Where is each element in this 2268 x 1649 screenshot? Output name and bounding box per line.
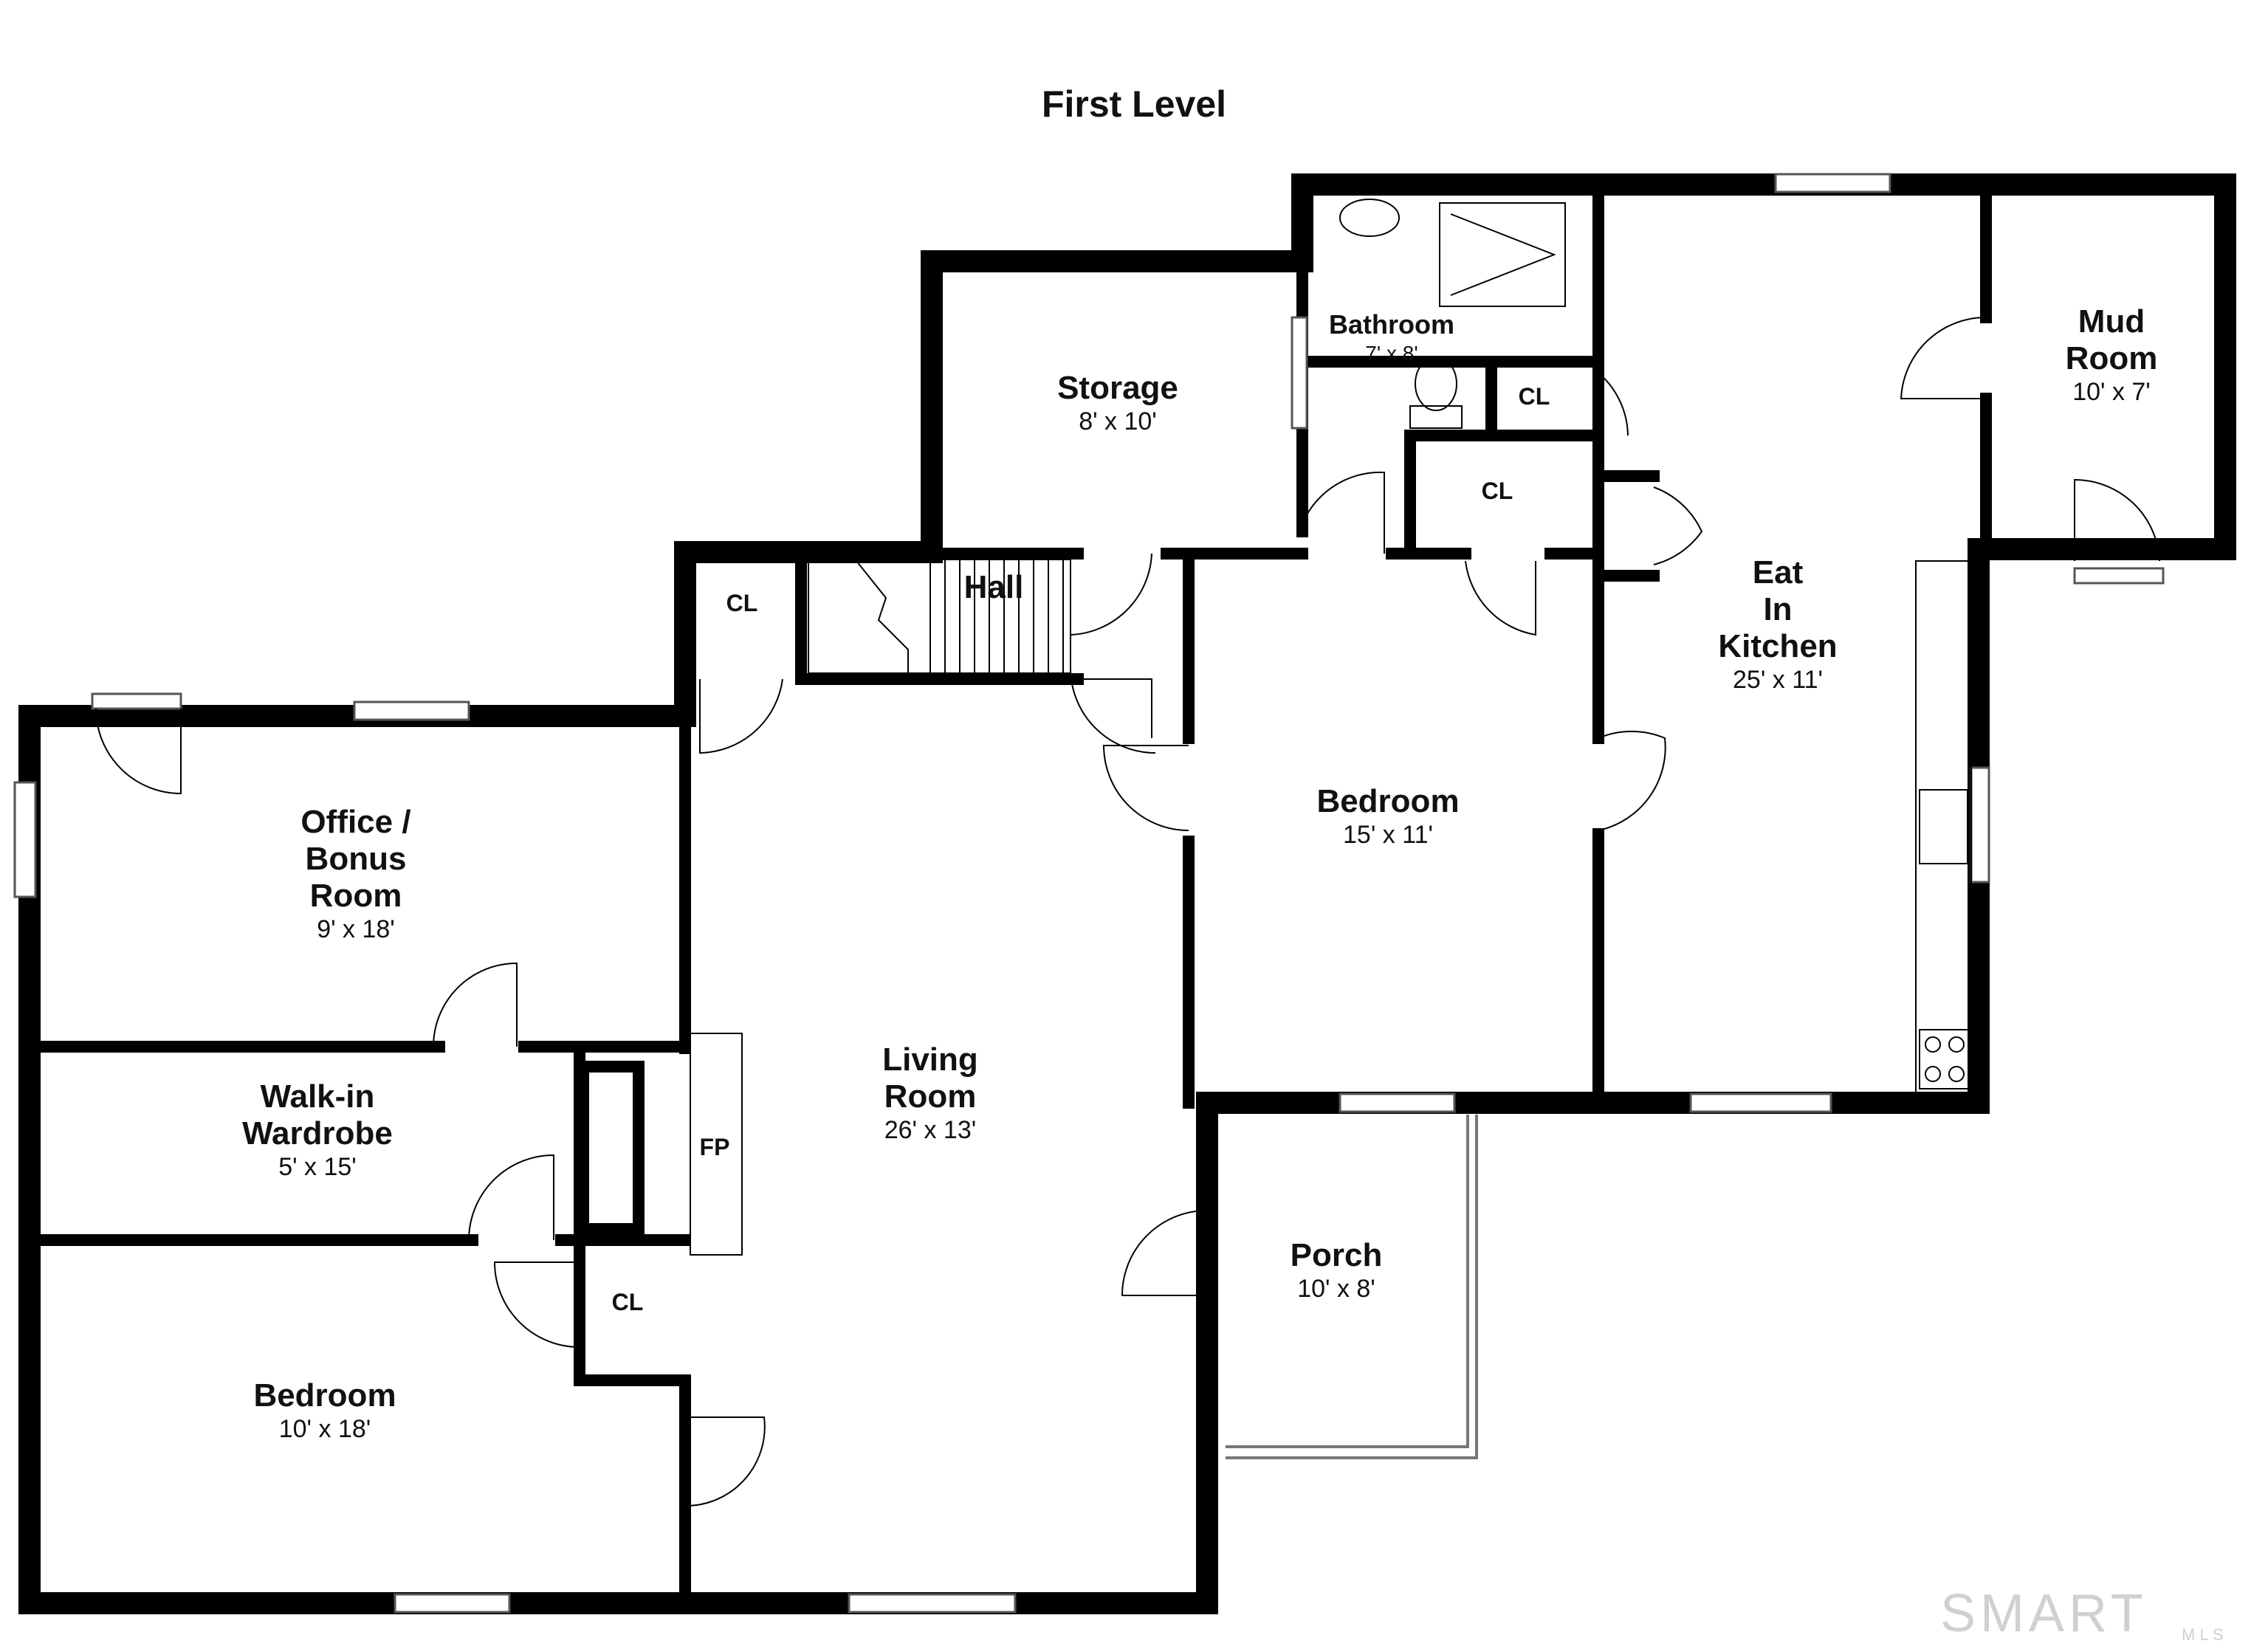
door bbox=[1598, 372, 1629, 436]
door bbox=[468, 1154, 554, 1241]
room-name-office: Bonus bbox=[306, 841, 407, 877]
room-name-bedroom-c: Bedroom bbox=[1316, 783, 1459, 819]
room-dims-walkin: 5' x 15' bbox=[278, 1153, 357, 1181]
porch-outline bbox=[1226, 1115, 1478, 1459]
door bbox=[1465, 560, 1536, 636]
room-name-kitchen: In bbox=[1763, 591, 1792, 627]
door bbox=[2074, 478, 2160, 562]
window bbox=[2073, 567, 2165, 585]
window bbox=[848, 1593, 1017, 1614]
stairs bbox=[808, 559, 1071, 674]
smart-mls-logo: SMART M L S bbox=[1940, 1584, 2224, 1644]
door bbox=[699, 678, 783, 754]
hall-label: Hall bbox=[964, 569, 1024, 605]
plan-title: First Level bbox=[1042, 83, 1226, 125]
room-name-kitchen: Eat bbox=[1753, 554, 1804, 591]
room-name-walkin: Wardrobe bbox=[242, 1115, 393, 1151]
room-name-bathroom: Bathroom bbox=[1329, 309, 1454, 340]
fp-label: FP bbox=[700, 1134, 730, 1160]
room-dims-mudroom: 10' x 7' bbox=[2072, 378, 2151, 406]
kitchen-sink bbox=[1919, 789, 1968, 864]
window bbox=[1291, 316, 1308, 430]
closet-label: CL bbox=[1482, 478, 1513, 504]
room-name-living: Room bbox=[884, 1078, 977, 1115]
sink bbox=[1339, 199, 1400, 237]
room-name-walkin: Walk-in bbox=[261, 1078, 375, 1115]
room-name-office: Office / bbox=[300, 804, 410, 840]
room-dims-kitchen: 25' x 11' bbox=[1733, 666, 1823, 694]
room-name-mudroom: Room bbox=[2066, 340, 2158, 376]
window bbox=[1689, 1092, 1832, 1113]
door bbox=[1078, 678, 1152, 738]
room-name-porch: Porch bbox=[1291, 1237, 1383, 1273]
door bbox=[433, 962, 518, 1047]
room-dims-storage: 8' x 10' bbox=[1079, 407, 1157, 436]
window bbox=[1774, 173, 1891, 193]
door bbox=[1121, 1210, 1208, 1296]
closet-label: CL bbox=[612, 1289, 644, 1315]
room-name-bedroom-sw: Bedroom bbox=[253, 1377, 396, 1414]
window bbox=[353, 700, 470, 721]
window bbox=[394, 1593, 511, 1614]
room-dims-bathroom: 7' x 8' bbox=[1365, 342, 1418, 365]
room-dims-bedroom-c: 15' x 11' bbox=[1343, 821, 1433, 849]
bathroom-fixtures bbox=[1339, 199, 1566, 429]
room-dims-porch: 10' x 8' bbox=[1297, 1275, 1375, 1303]
interior-walls bbox=[24, 179, 2092, 1609]
door bbox=[1299, 471, 1385, 554]
door bbox=[1070, 667, 1156, 754]
window bbox=[91, 692, 182, 710]
room-name-living: Living bbox=[882, 1042, 978, 1078]
window bbox=[1970, 766, 1990, 884]
room-dims-bedroom-sw: 10' x 18' bbox=[279, 1415, 371, 1443]
doors bbox=[95, 316, 2160, 1507]
stove bbox=[1919, 1029, 1972, 1089]
door bbox=[493, 1261, 580, 1348]
window bbox=[13, 781, 37, 898]
room-dims-office: 9' x 18' bbox=[317, 915, 395, 943]
door bbox=[1900, 316, 1987, 399]
kitchen-fixtures bbox=[1915, 560, 1972, 1093]
room-name-mudroom: Mud bbox=[2078, 303, 2145, 340]
room-dims-living: 26' x 13' bbox=[884, 1116, 977, 1144]
room-name-kitchen: Kitchen bbox=[1718, 628, 1837, 664]
logo-small-text: M L S bbox=[2182, 1625, 2224, 1644]
door bbox=[95, 708, 182, 795]
door bbox=[1102, 745, 1189, 831]
door bbox=[1653, 486, 1703, 565]
room-name-office: Room bbox=[310, 878, 402, 914]
closet-label: CL bbox=[1519, 383, 1550, 410]
room-name-storage: Storage bbox=[1057, 370, 1178, 406]
counter bbox=[1915, 560, 1972, 1093]
closet-label: CL bbox=[726, 590, 758, 616]
door bbox=[1598, 730, 1666, 831]
logo-text: SMART bbox=[1940, 1584, 2148, 1643]
window bbox=[1339, 1092, 1456, 1113]
door bbox=[1070, 553, 1152, 636]
door bbox=[684, 1416, 766, 1507]
toilet bbox=[1415, 357, 1457, 411]
fireplace bbox=[690, 1033, 743, 1256]
shower bbox=[1439, 202, 1566, 307]
